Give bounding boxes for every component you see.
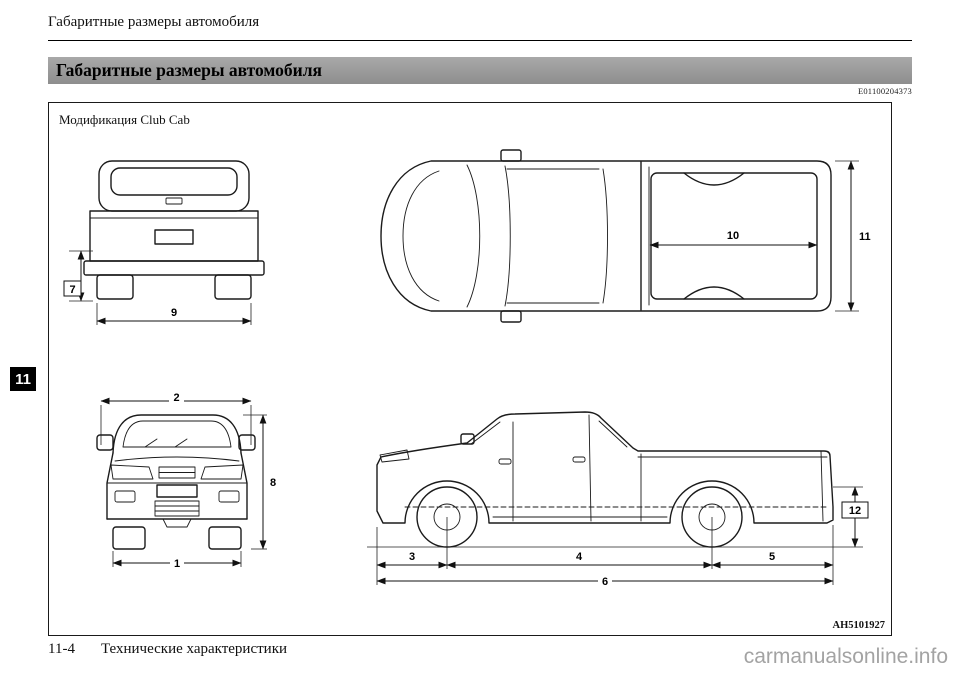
section-title: Габаритные размеры автомобиля — [56, 60, 322, 80]
footer-section: Технические характеристики — [100, 641, 288, 657]
dim-label-5: 5 — [769, 551, 775, 563]
section-code: E01100204373 — [857, 86, 912, 96]
dim-label-2: 2 — [173, 392, 179, 404]
watermark: carmanualsonline.info — [743, 645, 948, 668]
dim-label-12: 12 — [849, 505, 861, 517]
dim-label-11: 11 — [859, 231, 871, 243]
top-view-drawing: 10 11 — [380, 149, 871, 323]
dim-label-9: 9 — [171, 307, 177, 319]
figure-code: AH5101927 — [832, 620, 886, 631]
chapter-tab: 11 — [10, 367, 36, 391]
section-title-bar: Габаритные размеры автомобиля — [48, 57, 912, 84]
rear-view-drawing: 7 9 — [63, 160, 265, 325]
dim-label-6: 6 — [602, 576, 608, 588]
dim-label-1: 1 — [174, 558, 180, 570]
dim-label-4: 4 — [576, 551, 583, 563]
page-footer: 11-4 Технические характеристики — [48, 641, 287, 658]
dimension-diagram: 7 9 — [63, 149, 871, 588]
dim-label-7: 7 — [69, 284, 75, 296]
dim-label-3: 3 — [409, 551, 415, 563]
front-view-drawing: 2 — [96, 390, 276, 570]
breadcrumb: Габаритные размеры автомобиля — [48, 14, 260, 30]
figure-frame: 7 9 — [48, 102, 892, 636]
header-divider — [48, 40, 912, 41]
side-view-drawing: 3 4 5 6 12 — [367, 411, 869, 588]
footer-page-number: 11-4 — [48, 641, 75, 657]
figure-caption: Модификация Club Cab — [59, 112, 190, 127]
dim-label-10: 10 — [727, 230, 739, 242]
dim-label-8: 8 — [270, 477, 276, 489]
